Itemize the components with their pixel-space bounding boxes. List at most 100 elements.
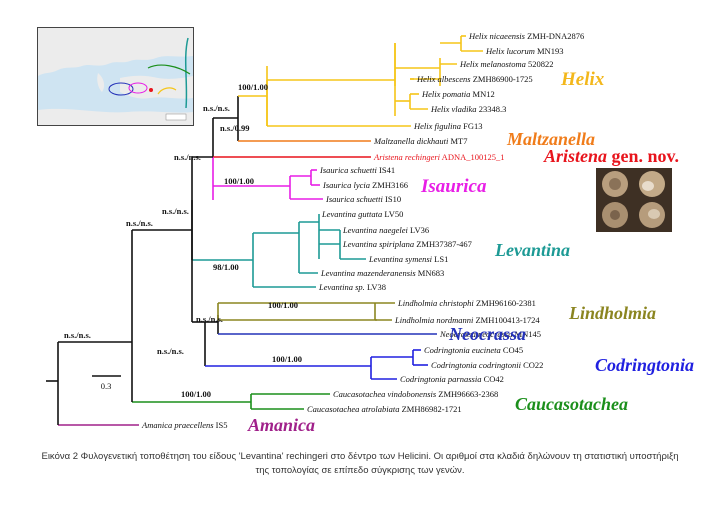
taxon-voucher: ZMH96663-2368 — [436, 389, 498, 399]
taxon-voucher: 520822 — [526, 59, 554, 69]
support-value: n.s./n.s. — [64, 330, 91, 340]
taxon-label: Amanica praecellens IS5 — [141, 420, 227, 430]
caption-line-2: της τοπολογίας σε επίπεδο σύγκρισης των … — [255, 465, 465, 476]
caption-line-1: Εικόνα 2 Φυλογενετική τοποθέτηση του είδ… — [41, 451, 679, 462]
support-value: 100/1.00 — [272, 354, 302, 364]
taxon-label: Isaurica lycia ZMH3166 — [322, 180, 408, 190]
shell-photographs — [596, 168, 672, 232]
taxon-binomial: Maltzanella dickhauti — [373, 136, 449, 146]
figure-caption: Εικόνα 2 Φυλογενετική τοποθέτηση του είδ… — [20, 450, 700, 478]
taxon-binomial: Lindholmia nordmanni — [394, 315, 474, 325]
taxon-label: Helix pomatia MN12 — [421, 89, 495, 99]
taxon-label: Isaurica schuetti IS10 — [325, 194, 401, 204]
taxon-label: Helix lucorum MN193 — [485, 46, 563, 56]
taxon-label: Lindholmia christophi ZMH96160-2381 — [397, 298, 536, 308]
taxon-binomial: Helix albescens — [416, 74, 471, 84]
taxon-label: Helix albescens ZMH86900-1725 — [416, 74, 533, 84]
taxon-label: Levantina naegelei LV36 — [342, 225, 429, 235]
taxon-binomial: Amanica praecellens — [141, 420, 214, 430]
taxon-label: Helix figulina FG13 — [413, 121, 482, 131]
taxon-binomial: Helix nicaeensis — [468, 31, 526, 41]
clade-label-levantina: Levantina — [494, 240, 570, 260]
taxon-binomial: Aristena rechingeri — [373, 152, 441, 162]
taxon-label: Codringtonia parnassia CO42 — [400, 374, 504, 384]
clade-label-neocrassa: Neocrassa — [448, 324, 526, 344]
taxon-label: Levantina symensi LS1 — [368, 254, 448, 264]
taxon-binomial: Caucasotachea vindobonensis — [333, 389, 437, 399]
taxon-label: Levantina spiriplana ZMH37387-467 — [342, 239, 472, 249]
support-value: 100/1.00 — [181, 389, 211, 399]
taxon-binomial: Isaurica schuetti — [325, 194, 384, 204]
taxon-label: Isaurica schuetti IS41 — [319, 165, 395, 175]
clade-label-codringtonia: Codringtonia — [595, 355, 694, 375]
clade-label-lindholmia: Lindholmia — [568, 303, 656, 323]
clade-label-helix: Helix — [560, 69, 605, 90]
taxon-label: Levantina guttata LV50 — [321, 209, 403, 219]
taxon-voucher: ZMH100413-1724 — [473, 315, 540, 325]
taxon-voucher: ZMH37387-467 — [414, 239, 472, 249]
taxon-voucher: MT7 — [448, 136, 467, 146]
taxon-voucher: MN193 — [535, 46, 564, 56]
taxon-binomial: Helix figulina — [413, 121, 461, 131]
support-value: n.s./n.s. — [203, 103, 230, 113]
support-value: n.s./n.s. — [196, 314, 223, 324]
taxon-binomial: Helix vladika — [430, 104, 477, 114]
clade-label-amanica: Amanica — [247, 415, 315, 435]
support-value: 100/1.00 — [224, 176, 254, 186]
taxon-voucher: MN12 — [470, 89, 494, 99]
taxon-voucher: ZMH-DNA2876 — [525, 31, 584, 41]
taxon-voucher: MN145 — [512, 329, 541, 339]
taxon-binomial: Caucasotachea atrolabiata — [307, 404, 399, 414]
taxon-label: Helix melanostoma 520822 — [459, 59, 554, 69]
taxon-binomial: Isaurica schuetti — [319, 165, 378, 175]
support-value: n.s./n.s. — [162, 206, 189, 216]
taxon-binomial: Helix pomatia — [421, 89, 470, 99]
taxon-voucher: 23348.3 — [477, 104, 507, 114]
taxon-binomial: Helix lucorum — [485, 46, 535, 56]
taxon-label: Caucasotachea vindobonensis ZMH96663-236… — [333, 389, 498, 399]
taxon-binomial: Codringtonia codringtonii — [431, 360, 522, 370]
support-value: n.s./0.99 — [220, 123, 250, 133]
taxon-voucher: IS10 — [383, 194, 401, 204]
taxon-label: Helix nicaeensis ZMH-DNA2876 — [468, 31, 584, 41]
taxon-voucher: ZMH96160-2381 — [474, 298, 536, 308]
taxon-voucher: IS41 — [377, 165, 395, 175]
taxon-voucher: FG13 — [461, 121, 483, 131]
taxon-voucher: LS1 — [432, 254, 448, 264]
taxon-binomial: Levantina spiriplana — [342, 239, 414, 249]
taxon-binomial: Isaurica lycia — [322, 180, 370, 190]
taxon-voucher: CO42 — [481, 374, 503, 384]
clade-label-caucasotachea: Caucasotachea — [515, 394, 628, 414]
tree-branches — [46, 35, 483, 426]
distribution-map — [37, 27, 194, 126]
taxon-voucher: LV36 — [408, 225, 429, 235]
taxon-label: Levantina sp. LV38 — [318, 282, 386, 292]
taxon-voucher: ZMH86900-1725 — [471, 74, 533, 84]
support-value: 98/1.00 — [213, 262, 239, 272]
taxon-voucher: ZMH86982-1721 — [399, 404, 461, 414]
taxon-voucher: ADNA_100125_1 — [440, 152, 504, 162]
taxon-voucher: ZMH3166 — [370, 180, 408, 190]
phylogenetic-tree: Helix figulina FG13 Helix nicaeensis ZMH-… — [46, 31, 694, 435]
support-value: 100/1.00 — [238, 82, 268, 92]
taxon-label: Codringtonia codringtonii CO22 — [431, 360, 543, 370]
scale-bar: 0.3 — [92, 375, 121, 391]
taxon-voucher: LV50 — [382, 209, 403, 219]
taxon-voucher: MN683 — [416, 268, 445, 278]
taxon-binomial: Levantina naegelei — [342, 225, 409, 235]
tree-labels: Helix figulina FG13 Helix nicaeensis ZMH-… — [141, 31, 584, 430]
taxon-binomial: Codringtonia parnassia — [400, 374, 481, 384]
support-value: n.s./n.s. — [157, 346, 184, 356]
clade-label-maltzanella: Maltzanella — [506, 129, 595, 149]
taxon-binomial: Levantina sp. — [318, 282, 365, 292]
aristena-gen-nov: gen. nov. — [612, 146, 680, 166]
support-values: 100/1.00 n.s./0.99 n.s./n.s. n.s./n.s. 100/1… — [64, 82, 302, 399]
taxon-voucher: CO22 — [521, 360, 543, 370]
taxon-label: Aristena rechingeri ADNA_100125_1 — [373, 152, 505, 162]
taxon-label: Caucasotachea atrolabiata ZMH86982-1721 — [307, 404, 462, 414]
taxon-binomial: Helix melanostoma — [459, 59, 526, 69]
taxon-binomial: Levantina guttata — [321, 209, 382, 219]
taxon-binomial: Lindholmia christophi — [397, 298, 474, 308]
support-value: n.s./n.s. — [174, 152, 201, 162]
